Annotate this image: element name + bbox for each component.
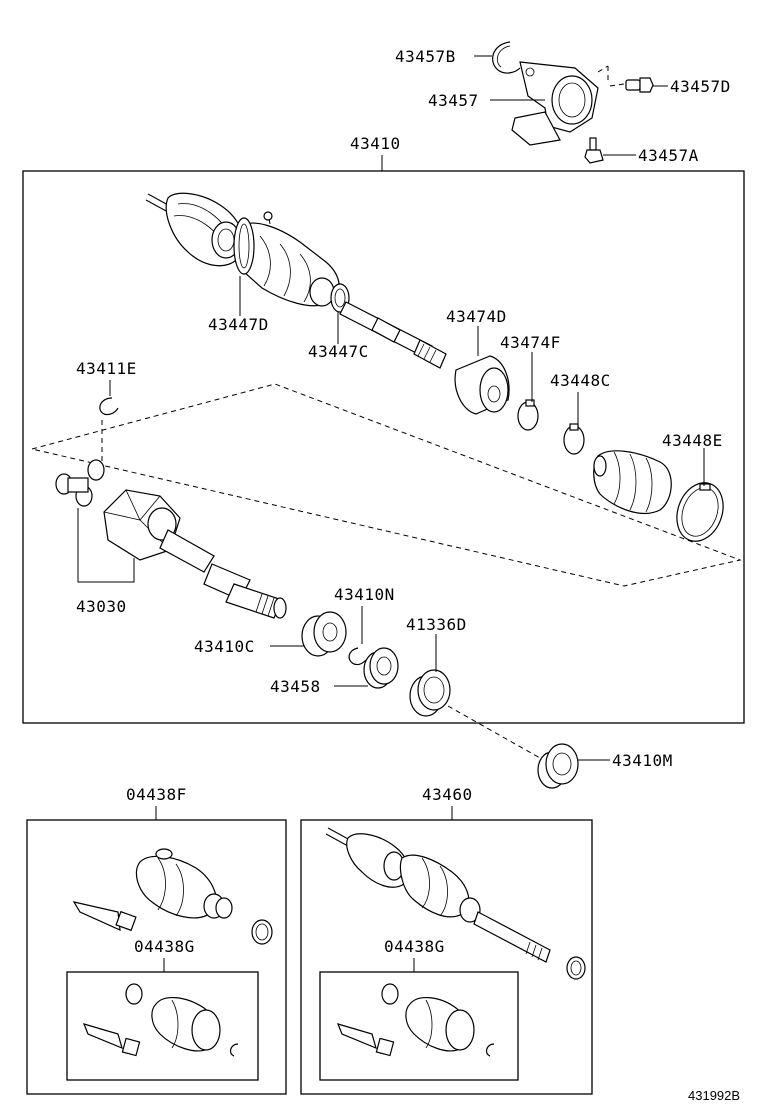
- label-43457D: 43457D: [670, 77, 731, 96]
- figure-id: 431992B: [688, 1088, 740, 1103]
- label-41336D: 41336D: [406, 615, 467, 634]
- snap-ring-43457B: [492, 41, 521, 74]
- kit-inner-boot-left: [82, 983, 239, 1057]
- label-43458: 43458: [270, 677, 321, 696]
- boot-kit-box-04438F: [26, 819, 287, 1095]
- axle-kit-box-43460: [300, 819, 593, 1095]
- bolt-43457D: [625, 77, 654, 93]
- main-assembly-box: [22, 170, 745, 724]
- label-04438F: 04438F: [126, 785, 187, 804]
- label-43460: 43460: [422, 785, 473, 804]
- kit-axle-assembly: [325, 827, 586, 980]
- label-43448E: 43448E: [662, 431, 723, 450]
- label-04438G-right: 04438G: [384, 937, 445, 956]
- label-43448C: 43448C: [550, 371, 611, 390]
- tripod-joint: [55, 459, 105, 507]
- outboard-joint: [145, 192, 340, 307]
- kit-inner-boot-right: [336, 983, 495, 1057]
- snap-ring-43410N: [348, 647, 367, 666]
- boot-clamp-43448E: [676, 482, 724, 542]
- washer-43458: [363, 647, 399, 689]
- inboard-boot: [593, 450, 672, 514]
- boot-clamp-43447D: [233, 217, 255, 275]
- label-43474F: 43474F: [500, 333, 561, 352]
- label-43447D: 43447D: [208, 315, 269, 334]
- label-43457A: 43457A: [638, 146, 699, 165]
- boot-kit-box-04438G-left: [66, 971, 259, 1081]
- label-43410N: 43410N: [334, 585, 395, 604]
- inboard-joint-region: [31, 383, 742, 587]
- damper-43474D: [454, 355, 510, 415]
- label-43474D: 43474D: [446, 307, 507, 326]
- label-43457: 43457: [428, 91, 479, 110]
- label-43411E: 43411E: [76, 359, 137, 378]
- label-43410M: 43410M: [612, 751, 673, 770]
- damper-clamp-43474F: [517, 399, 539, 431]
- bearing-43410C: [301, 611, 347, 657]
- label-43447C: 43447C: [308, 342, 369, 361]
- boot-clamp-43448C: [563, 423, 585, 455]
- snap-ring-43411E: [99, 397, 119, 416]
- kit-boot-large: [135, 848, 233, 919]
- kit-grease-tube: [72, 901, 137, 932]
- inboard-housing: [103, 489, 287, 619]
- kit-clamp-small: [251, 919, 273, 945]
- boot-kit-box-04438G-right: [319, 971, 519, 1081]
- drive-shaft: [339, 301, 447, 369]
- pin-43457A: [584, 137, 604, 164]
- label-43030: 43030: [76, 597, 127, 616]
- seal-41336D: [409, 669, 451, 717]
- label-04438G-left: 04438G: [134, 937, 195, 956]
- label-43410C: 43410C: [194, 637, 255, 656]
- bearing-43410M: [537, 743, 579, 789]
- label-43457B: 43457B: [395, 47, 456, 66]
- label-43410: 43410: [350, 134, 401, 153]
- bearing-bracket-43457: [511, 61, 625, 146]
